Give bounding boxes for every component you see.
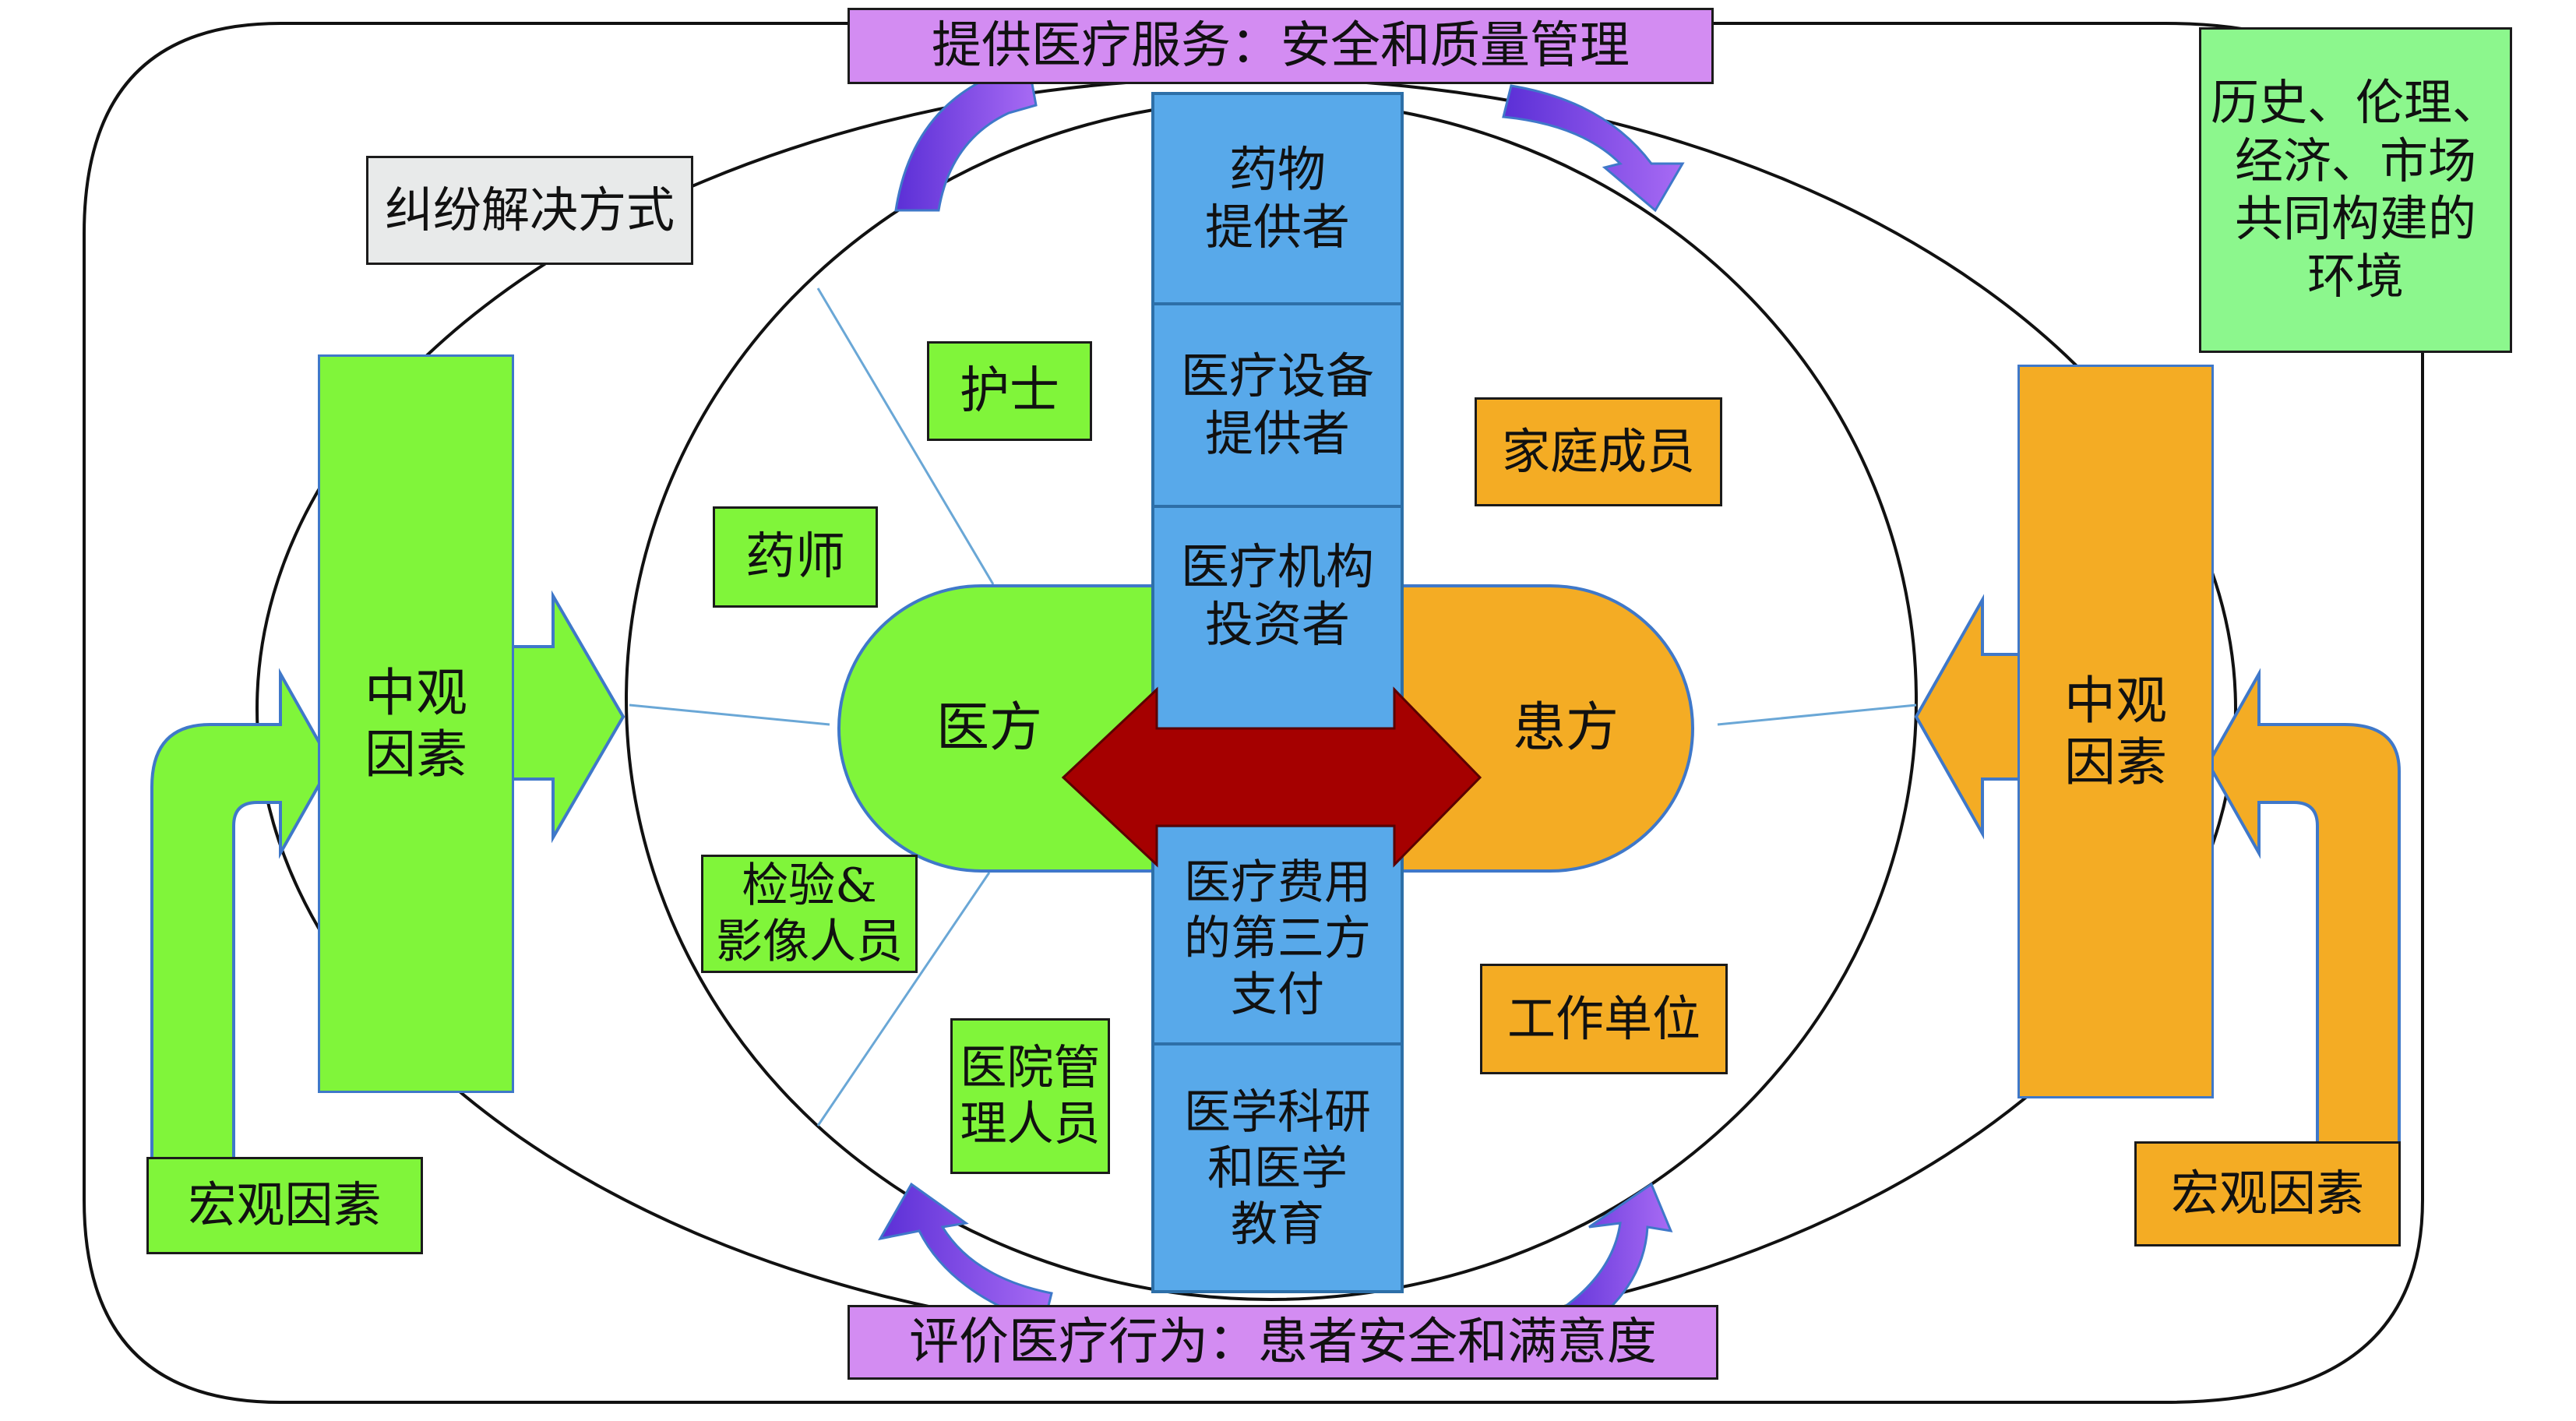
lab-imaging-staff-box: 检验& 影像人员 bbox=[701, 855, 918, 973]
right-meso-arrow bbox=[1914, 594, 2027, 840]
right-macro-factor: 宏观因素 bbox=[2134, 1141, 2401, 1246]
bottom-banner: 评价医疗行为：患者安全和满意度 bbox=[848, 1305, 1718, 1380]
medical-side-capsule bbox=[837, 584, 1166, 873]
pharmacist-box: 药师 bbox=[713, 506, 878, 608]
hospital-admin-box: 医院管 理人员 bbox=[950, 1018, 1110, 1174]
left-meso-arrow bbox=[509, 590, 625, 844]
right-macro-arrow bbox=[2206, 668, 2401, 1147]
bottom-left-curved-arrow bbox=[878, 1182, 1053, 1326]
top-left-curved-arrow bbox=[894, 60, 1038, 212]
family-members-box: 家庭成员 bbox=[1475, 397, 1722, 506]
right-meso-factor: 中观 因素 bbox=[2017, 365, 2214, 1098]
drug-supplier-label: 药物 提供者 bbox=[1204, 140, 1350, 256]
top-banner: 提供医疗服务：安全和质量管理 bbox=[848, 8, 1714, 84]
investor-label: 医疗机构 投资者 bbox=[1180, 538, 1374, 653]
left-meso-factor: 中观 因素 bbox=[318, 354, 514, 1093]
third-party-payer-label: 医疗费用 的第三方 支付 bbox=[1184, 855, 1371, 1022]
research-education-label: 医学科研 和医学 教育 bbox=[1184, 1085, 1371, 1252]
left-macro-arrow bbox=[150, 668, 333, 1162]
patient-side-label: 患方 bbox=[1512, 697, 1619, 760]
medical-side-label: 医方 bbox=[936, 697, 1042, 760]
left-macro-factor: 宏观因素 bbox=[146, 1157, 423, 1254]
top-right-curved-arrow bbox=[1502, 84, 1685, 213]
double-headed-arrow bbox=[1061, 686, 1482, 868]
center-column-blocks bbox=[1151, 92, 1404, 1293]
environment-box: 历史、伦理、 经济、市场 共同构建的 环境 bbox=[2199, 27, 2512, 353]
workplace-box: 工作单位 bbox=[1480, 964, 1728, 1074]
dispute-resolution-box: 纠纷解决方式 bbox=[366, 156, 693, 265]
equipment-supplier-label: 医疗设备 提供者 bbox=[1180, 347, 1374, 462]
spoke-lines bbox=[629, 287, 1917, 1127]
nurse-box: 护士 bbox=[927, 341, 1092, 441]
